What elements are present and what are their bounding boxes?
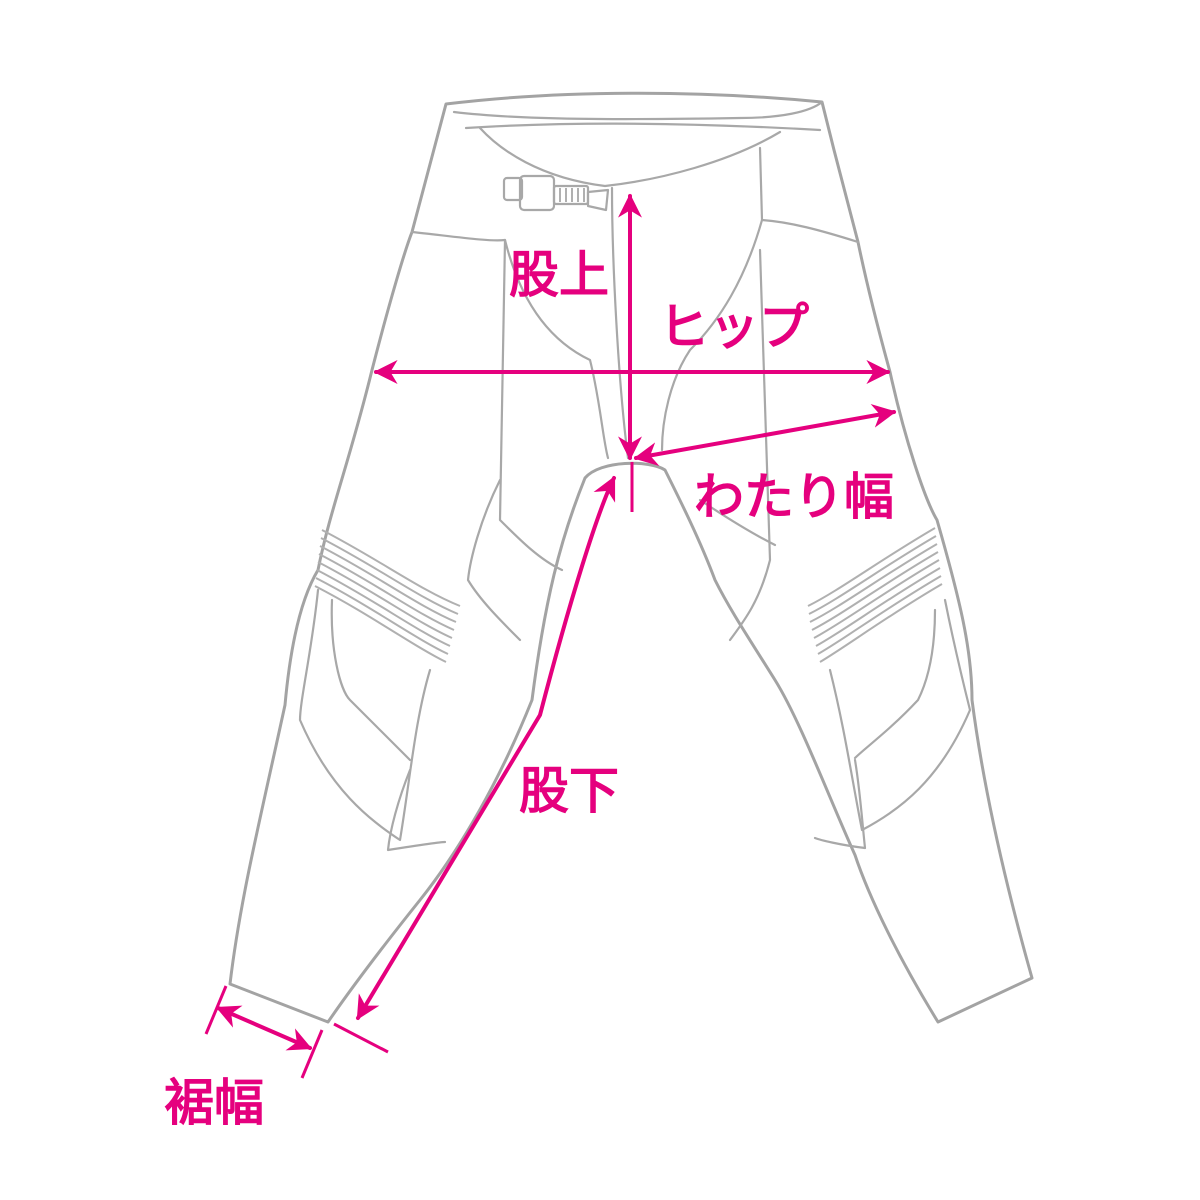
thigh-label: わたり幅 — [694, 468, 894, 526]
inseam-end-tick — [333, 1022, 389, 1054]
hip-label: ヒップ — [659, 298, 809, 356]
waistband-lower-line — [464, 122, 822, 132]
right-knee-pad — [828, 598, 972, 832]
rise-label: 股上 — [509, 246, 609, 304]
measurements — [204, 193, 897, 1079]
left-knee-pad-inner — [330, 598, 412, 762]
right-knee-pad-inner — [853, 608, 937, 760]
buckle-icon — [502, 174, 610, 212]
hem-arrow — [215, 1005, 313, 1051]
right-knee-ribs — [807, 527, 943, 663]
right-mid-panel — [728, 248, 772, 642]
inseam-arrow — [356, 475, 616, 1021]
yoke-line — [478, 126, 782, 188]
left-inner-panel — [503, 238, 610, 460]
right-hip-panel — [758, 146, 860, 244]
inseam-label: 股下 — [519, 762, 619, 820]
hem-tick-right — [300, 1029, 324, 1079]
center-seam — [610, 186, 630, 460]
waistband-line — [452, 100, 824, 121]
thigh-arrow — [633, 403, 897, 467]
labels: 股上 ヒップ わたり幅 股下 裾幅 — [164, 246, 894, 1132]
left-lower-panel — [466, 478, 522, 642]
right-knee-seam — [698, 498, 777, 547]
hem-tick-left — [204, 985, 228, 1035]
pants-outline — [228, 91, 1034, 1024]
hem-label: 裾幅 — [164, 1074, 264, 1132]
right-shin-seam — [813, 758, 867, 850]
left-knee-ribs — [314, 529, 461, 663]
